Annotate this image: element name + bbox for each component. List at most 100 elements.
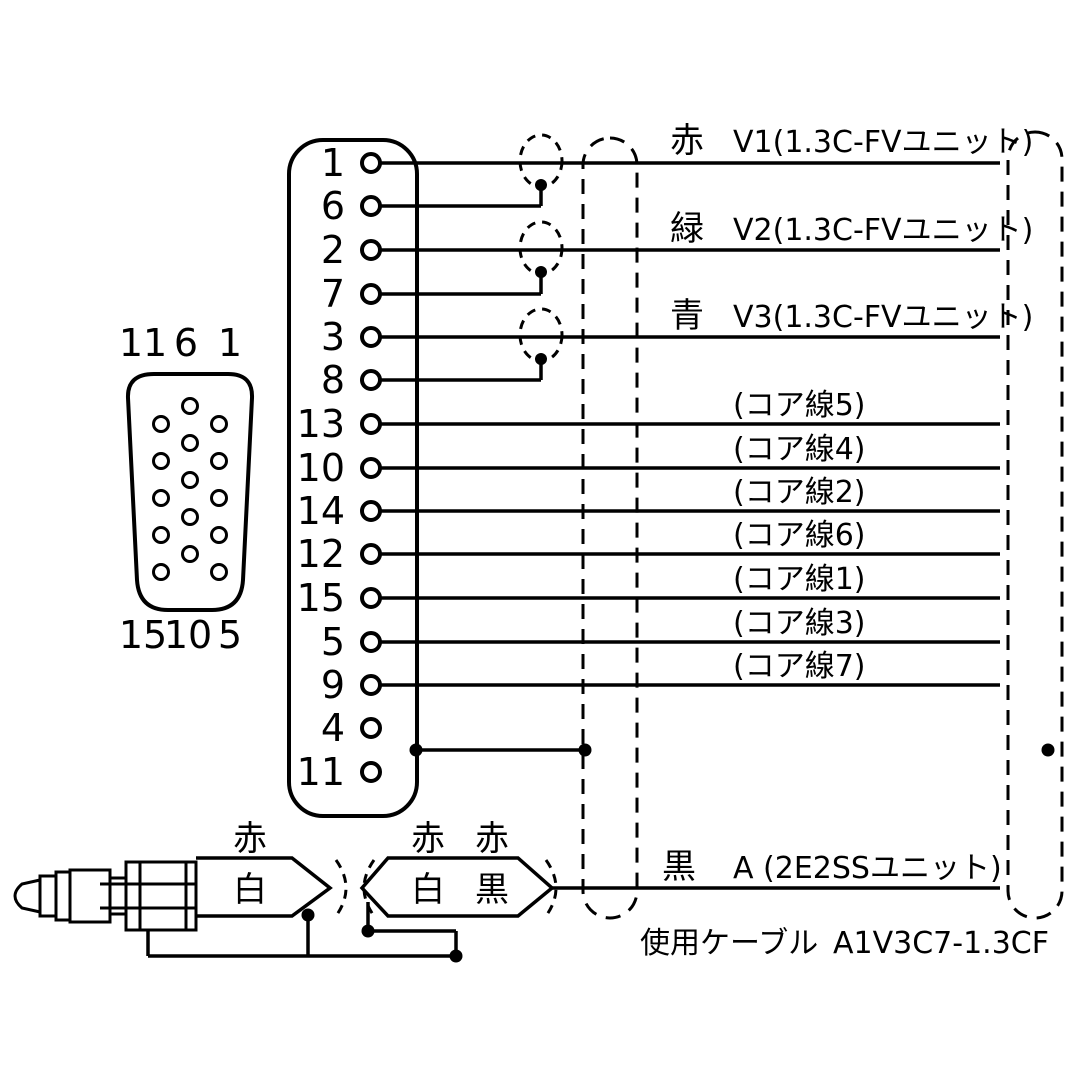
face-label-bottom-left: 15 [119, 613, 167, 657]
pair-shape-first [196, 856, 333, 918]
pin-number: 2 [321, 228, 345, 272]
core-wire-label: (コア線2) [733, 475, 866, 510]
pin-number: 9 [321, 663, 345, 707]
footer-note: 使用ケーブル A1V3C7-1.3CF [640, 926, 1049, 961]
pin-terminal [360, 587, 382, 609]
face-label-top-mid: 6 [174, 321, 198, 365]
pin-hole [210, 452, 228, 470]
core-wires: (コア線5) (コア線4) (コア線2) (コア線6) (コア線1) (コア線3… [380, 388, 1000, 687]
face-label-top-left: 11 [119, 321, 167, 365]
face-label-top-right: 1 [218, 321, 242, 365]
pin-number: 12 [297, 532, 345, 576]
pair-color: 青 [670, 296, 704, 336]
wire-color-label: 黒 [475, 870, 509, 910]
plug-body [124, 860, 198, 932]
pin-hole [152, 526, 170, 544]
junction-dot [409, 743, 423, 757]
pin-terminal [360, 543, 382, 565]
pin-number: 15 [297, 576, 345, 620]
pin-hole [210, 563, 228, 581]
pin-terminal [360, 283, 382, 305]
audio-line-color: 黒 [662, 847, 696, 887]
pin-hole [181, 471, 199, 489]
pin-terminal [360, 195, 382, 217]
pin-number: 13 [297, 402, 345, 446]
pin-terminal [360, 369, 382, 391]
pin-hole [210, 489, 228, 507]
twist-symbol [518, 133, 564, 189]
pin-terminal [360, 500, 382, 522]
core-wire-label: (コア線3) [733, 606, 866, 641]
shield-connection [409, 743, 1055, 757]
junction-dot [578, 743, 592, 757]
pin-number: 14 [297, 489, 345, 533]
plug-barrel [68, 868, 112, 924]
core-wire-label: (コア線1) [733, 562, 866, 597]
pin-hole [152, 415, 170, 433]
face-label-bottom-mid: 10 [164, 613, 212, 657]
audio-pair: 赤 白 赤 赤 白 黒 黒 A (2E2SSユニット) [146, 819, 1002, 963]
pin-terminal [360, 239, 382, 261]
cable-sheath-left-outline [581, 136, 639, 920]
pin-hole [152, 563, 170, 581]
junction-dot [361, 924, 375, 938]
junction-dot [301, 908, 315, 922]
twist-symbol [518, 220, 564, 276]
pin-number: 10 [297, 446, 345, 490]
pin-number: 4 [321, 706, 345, 750]
audio-line-unit: A (2E2SSユニット) [733, 851, 1002, 886]
jacket-break-arc [334, 859, 348, 917]
wire-color-label: 白 [411, 870, 445, 910]
pin-number: 3 [321, 315, 345, 359]
pin-terminal [360, 152, 382, 174]
cable-sheath [581, 130, 1064, 920]
pair-shape-second [359, 856, 555, 918]
wire-color-label: 赤 [411, 819, 445, 859]
pin-hole [181, 508, 199, 526]
cable-note-model: A1V3C7-1.3CF [833, 926, 1049, 961]
pin-terminal [360, 457, 382, 479]
wire-color-label: 赤 [475, 819, 509, 859]
pair-color: 赤 [670, 121, 704, 161]
wire-color-label: 赤 [233, 819, 267, 859]
twist-symbol [518, 307, 564, 363]
jacket-break-arc [362, 859, 376, 917]
pin-number: 5 [321, 620, 345, 664]
pin-hole [181, 545, 199, 563]
core-wire-label: (コア線4) [733, 432, 866, 467]
plug-ring [38, 874, 58, 918]
pair-unit: V3(1.3C-FVユニット) [733, 300, 1033, 335]
dsub-face-outline [125, 372, 255, 612]
dsub-face: 11 6 1 15 10 5 [119, 321, 255, 657]
pin-hole [152, 452, 170, 470]
coax-pair-wires: 赤 V1(1.3C-FVユニット) 緑 V2(1.3C-FVユニット) 青 V3… [380, 121, 1033, 382]
pin-terminal [360, 413, 382, 435]
cable-note-label: 使用ケーブル [640, 926, 818, 961]
pin-number: 7 [321, 272, 345, 316]
wire-color-label: 白 [233, 870, 267, 910]
pin-hole [210, 526, 228, 544]
pin-hole [152, 489, 170, 507]
connector-body: 1 6 2 7 3 8 13 10 14 12 15 5 9 4 11 [287, 138, 419, 818]
pair-unit: V1(1.3C-FVユニット) [733, 125, 1033, 160]
plug-ring [54, 870, 72, 922]
pin-number: 11 [297, 750, 345, 794]
pin-number: 8 [321, 358, 345, 402]
face-label-bottom-right: 5 [218, 613, 242, 657]
pin-hole [181, 397, 199, 415]
pin-number: 1 [321, 141, 345, 185]
pin-terminal [360, 674, 382, 696]
pin-terminal [360, 761, 382, 783]
pin-terminal [360, 326, 382, 348]
plug-tip [13, 878, 42, 914]
audio-plug [13, 860, 198, 932]
core-wire-label: (コア線6) [733, 518, 866, 553]
pair-color: 緑 [670, 209, 704, 249]
pin-number: 6 [321, 184, 345, 228]
pin-terminal [360, 631, 382, 653]
pin-hole [181, 434, 199, 452]
pin-hole [210, 415, 228, 433]
connector-outline [287, 138, 419, 818]
